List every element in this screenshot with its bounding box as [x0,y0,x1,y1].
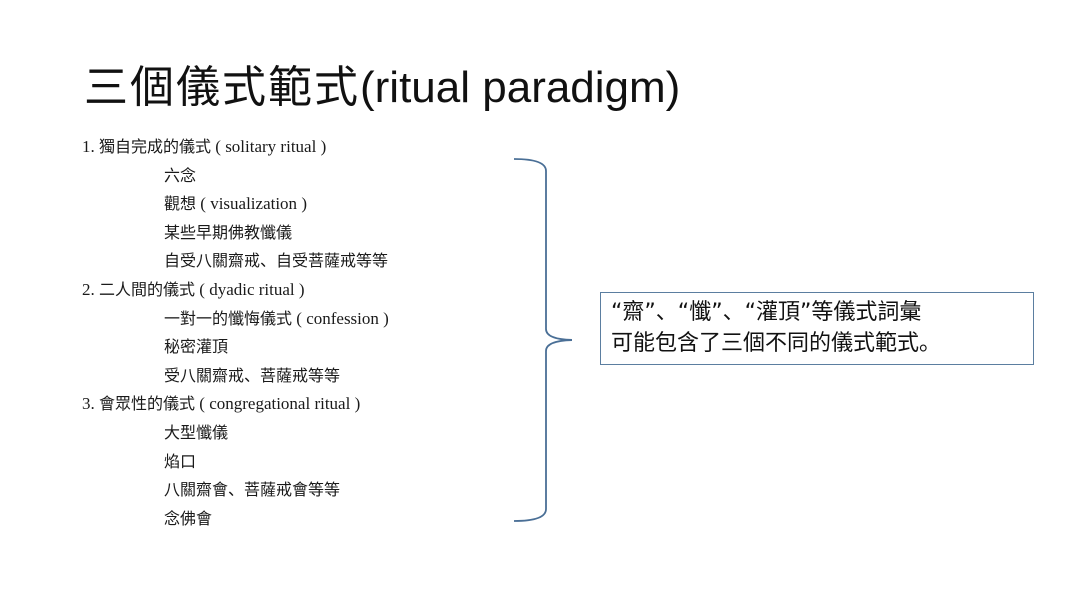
outline-chinese-text: 自受八關齋戒、自受菩薩戒等等 [164,251,389,271]
outline-subitem: 秘密灌頂 [82,333,542,362]
outline-chinese-text: 一對一的懺悔儀式 [164,308,293,328]
callout-line-2: 可能包含了三個不同的儀式範式。 [611,331,942,356]
callout-line-1: “齋”、“懺”、“灌頂”等儀式詞彙 [611,300,922,325]
outline-english-text: congregational ritual [209,394,351,414]
outline-english-text: solitary ritual [225,137,317,156]
outline-chinese-text: 某些早期佛教懺儀 [164,222,293,242]
ritual-outline-list: 1. 獨自完成的儀式 ( solitary ritual ) 六念觀想 ( vis… [82,133,542,533]
outline-chinese-text: 秘密灌頂 [164,337,229,357]
outline-subitem: 一對一的懺悔儀式 ( confession ) [164,308,389,328]
outline-chinese-text: 獨自完成的儀式 [99,137,212,156]
outline-english-text: confession [306,308,379,328]
outline-chinese-text: 受八關齋戒、菩薩戒等等 [164,365,341,385]
outline-subitem: 自受八關齋戒、自受菩薩戒等等 [82,247,542,276]
outline-heading: 3. 會眾性的儀式 ( congregational ritual ) [82,394,361,414]
outline-subitem: 某些早期佛教懺儀 [82,219,542,248]
outline-chinese-text: 二人間的儀式 [99,279,196,299]
outline-number: 1. [82,137,95,156]
callout-box: “齋”、“懺”、“灌頂”等儀式詞彙 可能包含了三個不同的儀式範式。 [600,292,1034,365]
outline-chinese-text: 大型懺儀 [164,422,229,442]
outline-subitem: 大型懺儀 [82,419,542,448]
outline-heading: 1. 獨自完成的儀式 ( solitary ritual ) [82,137,327,156]
outline-english-text: visualization [210,194,298,214]
outline-number: 2. [82,279,95,299]
outline-subitem: 觀想 ( visualization ) [164,194,307,214]
outline-subitem: 受八關齋戒、菩薩戒等等 [82,362,542,391]
slide-title-chinese: 三個儀式範式 [84,62,360,113]
outline-chinese-text: 焰口 [164,451,197,471]
slide-title-english: (ritual paradigm) [360,63,681,112]
outline-number: 3. [82,394,95,414]
outline-chinese-text: 觀想 [164,194,197,214]
outline-subitem: 焰口 [82,448,542,477]
outline-chinese-text: 會眾性的儀式 [99,394,196,414]
outline-chinese-text: 念佛會 [164,508,213,528]
right-curly-brace [513,158,572,522]
outline-heading: 2. 二人間的儀式 ( dyadic ritual ) [82,279,305,299]
outline-chinese-text: 八關齋會、菩薩戒會等等 [164,480,341,500]
outline-chinese-text: 六念 [164,165,197,185]
outline-subitem: 念佛會 [82,505,542,534]
outline-subitem: 八關齋會、菩薩戒會等等 [82,476,542,505]
outline-english-text: dyadic ritual [209,279,295,299]
slide-title: 三個儀式範式(ritual paradigm) [84,58,680,118]
outline-subitem: 六念 [82,162,542,191]
